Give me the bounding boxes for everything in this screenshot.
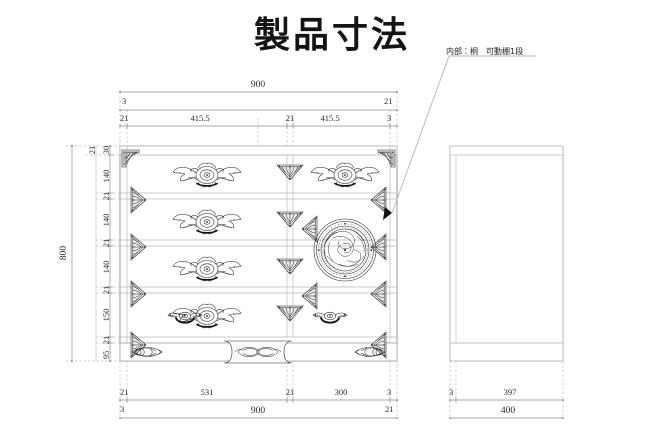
- dim-side-overall: 400: [500, 406, 516, 416]
- dim-left-seg-2: 30: [101, 145, 111, 155]
- dim-left-seg-1: 21: [87, 145, 97, 155]
- dim-top-row-a-right: 21: [384, 96, 393, 106]
- dim-top-row-b-mid: 21: [285, 113, 295, 123]
- dim-left-seg-10: 21: [101, 335, 111, 345]
- dim-top-row-b-mid-left: 415.5: [190, 113, 210, 123]
- dim-top-overall: 900: [250, 80, 266, 90]
- dim-left-seg-4: 21: [101, 191, 111, 201]
- dim-bottom-seg-1: 21: [120, 387, 129, 397]
- side-elevation-geometry: [449, 145, 564, 362]
- dimension-lines: [66, 91, 564, 419]
- dim-side-left: 3: [449, 387, 454, 397]
- dim-side-span: 397: [503, 387, 517, 397]
- dim-left-seg-7: 140: [101, 260, 111, 274]
- dim-bottom-seg-5: 3: [387, 387, 392, 397]
- dim-left-seg-11: 95: [101, 350, 111, 360]
- dim-bottom-row-b-right: 21: [385, 404, 394, 414]
- dim-top-row-b-left: 21: [120, 113, 129, 123]
- interior-spec-note: 内部：桐 可動棚1段: [446, 47, 524, 56]
- dim-left-seg-6: 21: [101, 238, 111, 248]
- dim-left-seg-8: 21: [101, 285, 111, 295]
- dim-bottom-seg-2: 531: [200, 387, 214, 397]
- dim-bottom-row-b-left: 3: [120, 404, 125, 414]
- annotation-leader-line: [383, 55, 536, 220]
- dim-left-seg-9: 150: [101, 308, 111, 322]
- dim-bottom-overall: 900: [250, 406, 266, 416]
- dim-top-row-a-left: 3: [122, 96, 127, 106]
- page-title: 製品寸法: [253, 14, 410, 56]
- dim-bottom-seg-3: 21: [285, 387, 295, 397]
- dim-left-overall: 800: [59, 245, 69, 261]
- dim-left-seg-3: 140: [101, 169, 111, 183]
- dim-top-row-b-mid-right: 415.5: [320, 113, 340, 123]
- dim-left-seg-5: 140: [101, 213, 111, 227]
- dim-top-row-b-right: 3: [387, 113, 392, 123]
- dim-bottom-seg-4: 300: [334, 387, 348, 397]
- front-elevation-geometry: [119, 145, 398, 362]
